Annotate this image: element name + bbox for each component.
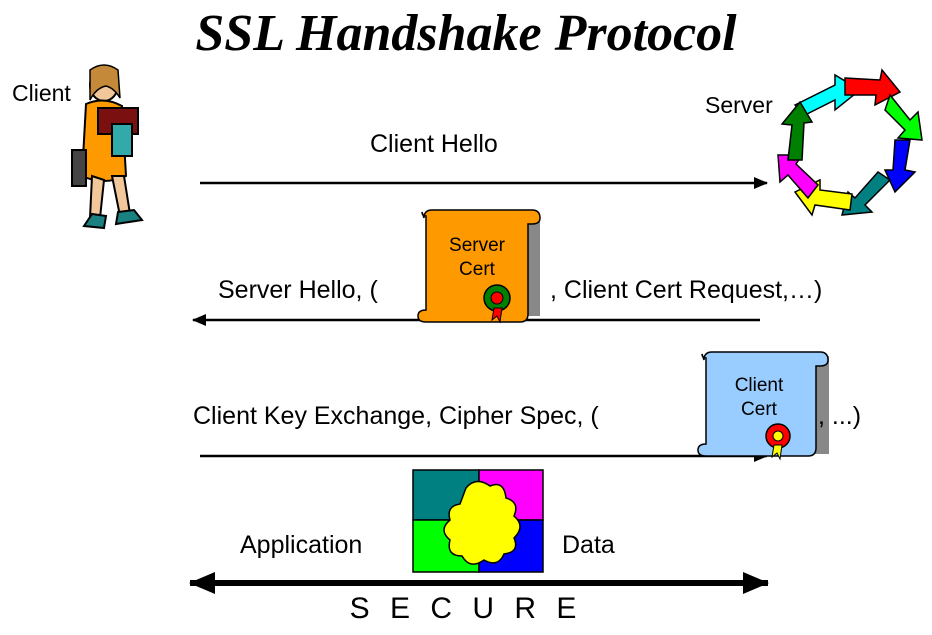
client-key-label: Client Key Exchange, Cipher Spec, ( <box>193 402 599 430</box>
client-cert-line1: Client <box>734 375 784 396</box>
server-hello-label: Server Hello, ( <box>218 276 378 304</box>
server-cert-text: Server Cert <box>432 234 522 282</box>
client-label: Client <box>12 80 71 106</box>
client-cert-line2: Cert <box>741 399 777 420</box>
puzzle-icon <box>412 469 544 573</box>
client-key-suffix: , ...) <box>818 402 862 430</box>
server-label: Server <box>705 92 773 118</box>
client-cert-text: Client Cert <box>714 374 804 422</box>
application-label: Application <box>240 531 363 559</box>
page-title: SSL Handshake Protocol <box>195 5 737 62</box>
certificate-scroll-icon <box>417 209 541 324</box>
server-cert-line2: Cert <box>459 259 495 280</box>
server-cert-line1: Server <box>449 235 505 256</box>
cycle-arrows-icon <box>777 68 923 217</box>
secure-label: S E C U R E <box>349 592 583 625</box>
server-hello-suffix: , Client Cert Request,…) <box>550 276 823 304</box>
client-hello-label: Client Hello <box>370 130 498 158</box>
certificate-scroll-icon <box>697 351 829 461</box>
data-label: Data <box>562 531 615 559</box>
person-icon <box>71 64 144 230</box>
